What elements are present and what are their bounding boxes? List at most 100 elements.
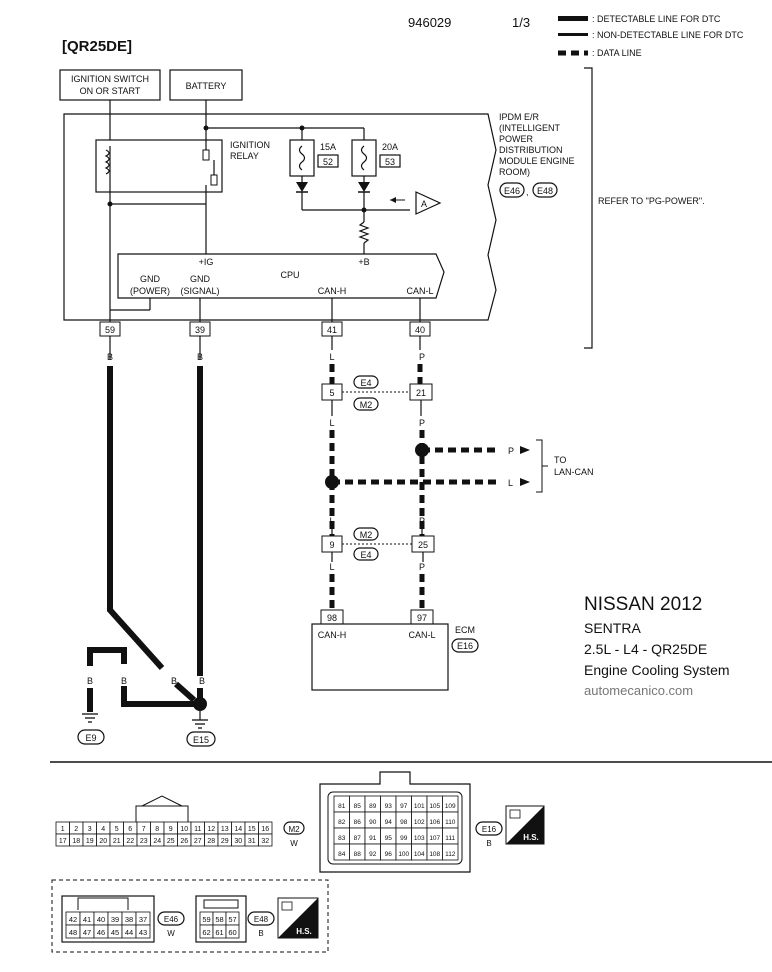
battery-box [169,69,243,101]
fuse-52-number: 52 [323,157,333,167]
cpu-gnd-signal-1: GND [190,274,211,284]
connector-cavity [135,924,151,939]
connector-e16-name: E16 [482,825,497,834]
connector-pin-number: 88 [354,851,362,858]
wire-color-39: B [197,352,203,362]
connector-pin-number: 44 [125,928,133,937]
ignition-switch-box [59,69,161,101]
wire-color-can-l-1: P [419,352,425,362]
wire-color-g3: B [171,676,177,686]
wire-color-g1: B [87,676,93,686]
ipdm-line-6: ROOM) [499,167,530,177]
cpu-ig: +IG [199,257,214,267]
junction-bot-e4: E4 [360,550,371,560]
ground-symbol-e15: E15 [186,719,216,747]
connector-pin-number: 47 [83,928,91,937]
ground-splice [193,697,207,711]
connector-pin-number: 92 [369,851,377,858]
ecm-label: ECM [455,625,475,635]
legend-non-detectable: : NON-DETECTABLE LINE FOR DTC [592,30,744,40]
cpu-b: +B [358,257,369,267]
power-bracket [584,67,593,349]
connector-e48-color: B [258,929,263,938]
connector-pin-number: 82 [338,819,346,826]
connector-pin-number: 95 [385,835,393,842]
connector-e46-name: E46 [164,915,179,924]
connector-e48-name: E48 [254,915,269,924]
connector-pin-number: 110 [445,819,456,826]
ipdm-connector-sep: , [526,187,529,197]
connector-pin-number: 18 [72,838,80,845]
connector-pin-number: 32 [261,838,269,845]
connector-pin-number: 3 [88,826,92,833]
connector-pin-number: 21 [113,838,121,845]
svg-text:59: 59 [105,325,115,335]
legend-data-line: : DATA LINE [592,48,642,58]
fuse-53-amp: 20A [382,142,398,152]
wire-color-59: B [107,352,113,362]
connector-pin-number: 2 [74,826,78,833]
title-site: automecanico.com [584,683,693,698]
junction-bottom: 9 25 M2 E4 [321,527,435,562]
connector-pin-number: 97 [400,803,408,810]
connector-pin-number: 111 [445,835,455,842]
relay-coil [104,146,111,186]
relay-label-2: RELAY [230,151,259,161]
ipdm-line-3: POWER [499,134,534,144]
connector-e16-color: B [486,839,491,848]
connector-cavity [258,833,273,847]
connector-pin-number: 62 [202,928,210,937]
ipdm-connector-e46: E46 [504,186,520,196]
connector-pin-number: 96 [385,851,393,858]
connector-group-e46-e48 [51,879,329,953]
connector-pin-number: 31 [248,838,256,845]
connector-pin-number: 89 [369,803,377,810]
connector-pin-number: 5 [115,826,119,833]
wire-color-can-h-1: L [329,352,334,362]
svg-text:9: 9 [329,540,334,550]
connector-pin-number: 84 [338,851,346,858]
connector-pin-number: 37 [139,915,147,924]
connector-pin-number: 58 [215,915,223,924]
connector-m2-color: W [290,839,298,848]
connector-pin-number: 20 [99,838,107,845]
connector-pin-number: 90 [369,819,377,826]
ground-symbol-e9: E9 [77,713,105,745]
junction-bot-m2: M2 [360,530,373,540]
connector-pin-number: 105 [429,803,440,810]
legend: : DETECTABLE LINE FOR DTC : NON-DETECTAB… [558,14,744,58]
can-splice-l [325,475,339,489]
connector-pin-number: 101 [414,803,425,810]
connector-pin-number: 98 [400,819,408,826]
connector-pin-number: 93 [385,803,393,810]
cpu-box [117,253,445,299]
wire-color-can-l-2: P [419,418,425,428]
connector-pin-number: 13 [221,826,229,833]
connector-pin-number: 38 [125,915,133,924]
connector-pin-number: 59 [202,915,210,924]
cpu-gnd-power-1: GND [140,274,161,284]
title-engine: 2.5L - L4 - QR25DE [584,641,707,657]
connector-pin-number: 26 [180,838,188,845]
connector-pin-number: 19 [86,838,94,845]
connector-cavity [225,924,240,939]
connector-pin-number: 29 [221,838,229,845]
ecm-connector: E16 [457,641,473,651]
lan-can-l-label: L [508,478,513,488]
connector-pin-number: 24 [153,838,161,845]
connector-pin-number: 109 [445,803,456,810]
ipdm-connector-e48: E48 [537,186,553,196]
svg-text:41: 41 [327,325,337,335]
hs-label-e48: H.S. [296,927,312,936]
ignition-switch-label-1: IGNITION SWITCH [71,74,149,84]
resistor [358,221,370,244]
connector-pin-number: 102 [414,819,425,826]
cpu-gnd-signal-2: (SIGNAL) [180,286,219,296]
diagram-code: 946029 [408,15,451,30]
connector-pin-number: 87 [354,835,362,842]
title-system: Engine Cooling System [584,662,730,678]
junction-top-m2: M2 [360,400,373,410]
